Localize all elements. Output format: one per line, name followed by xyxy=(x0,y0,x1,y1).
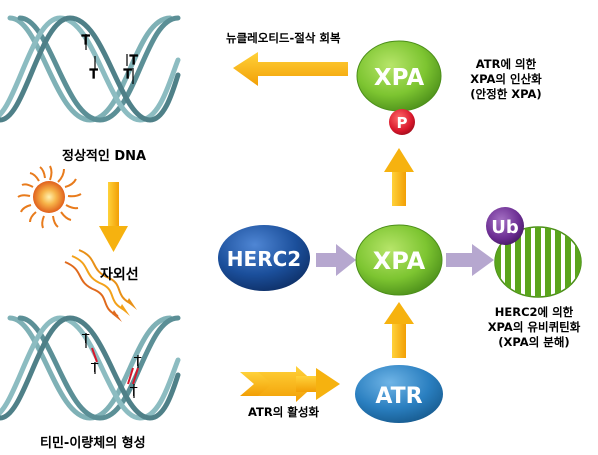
uv-rays xyxy=(64,249,137,322)
xpa-label: XPA xyxy=(373,247,426,275)
arrow-atr-activation xyxy=(240,366,340,402)
base-label: T xyxy=(129,385,138,399)
base-label: T xyxy=(81,33,90,47)
atr-activation-label: ATR의 활성화 xyxy=(248,405,320,419)
xpa-label: XPA xyxy=(374,65,424,91)
base-label: T xyxy=(123,67,132,81)
xpa-node: XPA xyxy=(355,224,443,296)
ubiquitination-label: HERC2에 의한 XPA의 유비퀴틴화 (XPA의 분해) xyxy=(487,305,581,349)
thymine-dimer-lesions: T T T T xyxy=(81,332,142,399)
ubiquitin-label: Ub xyxy=(491,217,519,238)
arrow-xpa-to-stable xyxy=(384,148,414,206)
xpa-degraded-node xyxy=(494,226,582,298)
uv-label: 자외선 xyxy=(100,267,139,283)
phosphate-label: P xyxy=(397,114,408,132)
sun-icon xyxy=(17,165,82,229)
dna-helix-normal xyxy=(0,15,181,123)
arrow-repair xyxy=(233,52,348,86)
arrow-atr-to-xpa xyxy=(384,302,414,358)
base-label: T xyxy=(133,355,142,369)
dna-helix-damaged xyxy=(0,315,181,421)
herc2-node: HERC2 xyxy=(218,225,310,291)
thymine-dimer-label: 티민-이량체의 형성 xyxy=(40,436,146,451)
arrow-herc2-to-xpa xyxy=(316,244,356,276)
arrow-xpa-to-degradation xyxy=(446,244,494,276)
base-label: T xyxy=(129,53,138,67)
base-label: T xyxy=(81,332,90,346)
xpa-stabilized-node: XPA xyxy=(356,40,442,112)
nucleotide-repair-label: 뉴클레오티드-절삭 회복 xyxy=(226,31,341,45)
ubiquitin-badge: Ub xyxy=(486,207,524,245)
dna-bases-normal: T T T T xyxy=(80,32,139,84)
phosphorylation-label: ATR에 의한 XPA의 인산화 (안정한 XPA) xyxy=(470,57,542,101)
phosphate-badge: P xyxy=(389,109,415,135)
atr-node: ATR xyxy=(355,365,443,423)
arrow-normal-to-damaged xyxy=(99,182,128,252)
atr-label: ATR xyxy=(375,384,422,409)
base-label: T xyxy=(89,67,98,81)
normal-dna-label: 정상적인 DNA xyxy=(62,149,147,164)
base-label: T xyxy=(90,361,99,375)
herc2-label: HERC2 xyxy=(227,247,301,271)
